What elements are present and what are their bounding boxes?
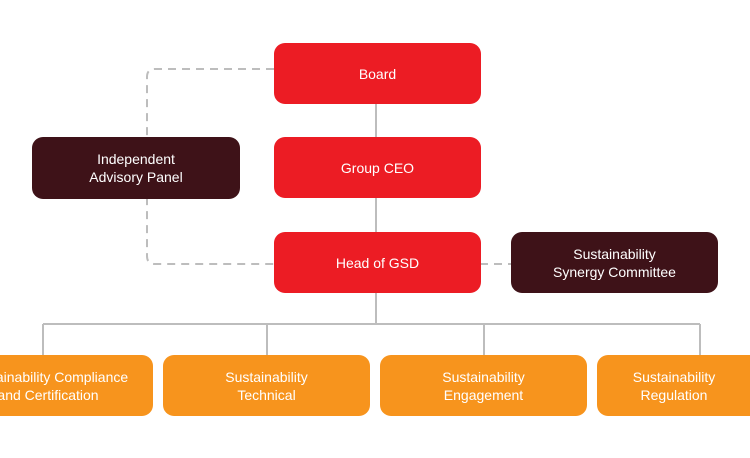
regulation-box: Sustainability Regulation [597, 355, 750, 416]
board-box: Board [274, 43, 481, 104]
engagement-box: Sustainability Engagement [380, 355, 587, 416]
head-of-gsd-box: Head of GSD [274, 232, 481, 293]
compliance-box: Sustainability Compliance and Certificat… [0, 355, 153, 416]
synergy-committee-box: Sustainability Synergy Committee [511, 232, 718, 293]
advisory-panel-box: Independent Advisory Panel [32, 137, 240, 199]
technical-box: Sustainability Technical [163, 355, 370, 416]
group-ceo-box: Group CEO [274, 137, 481, 198]
